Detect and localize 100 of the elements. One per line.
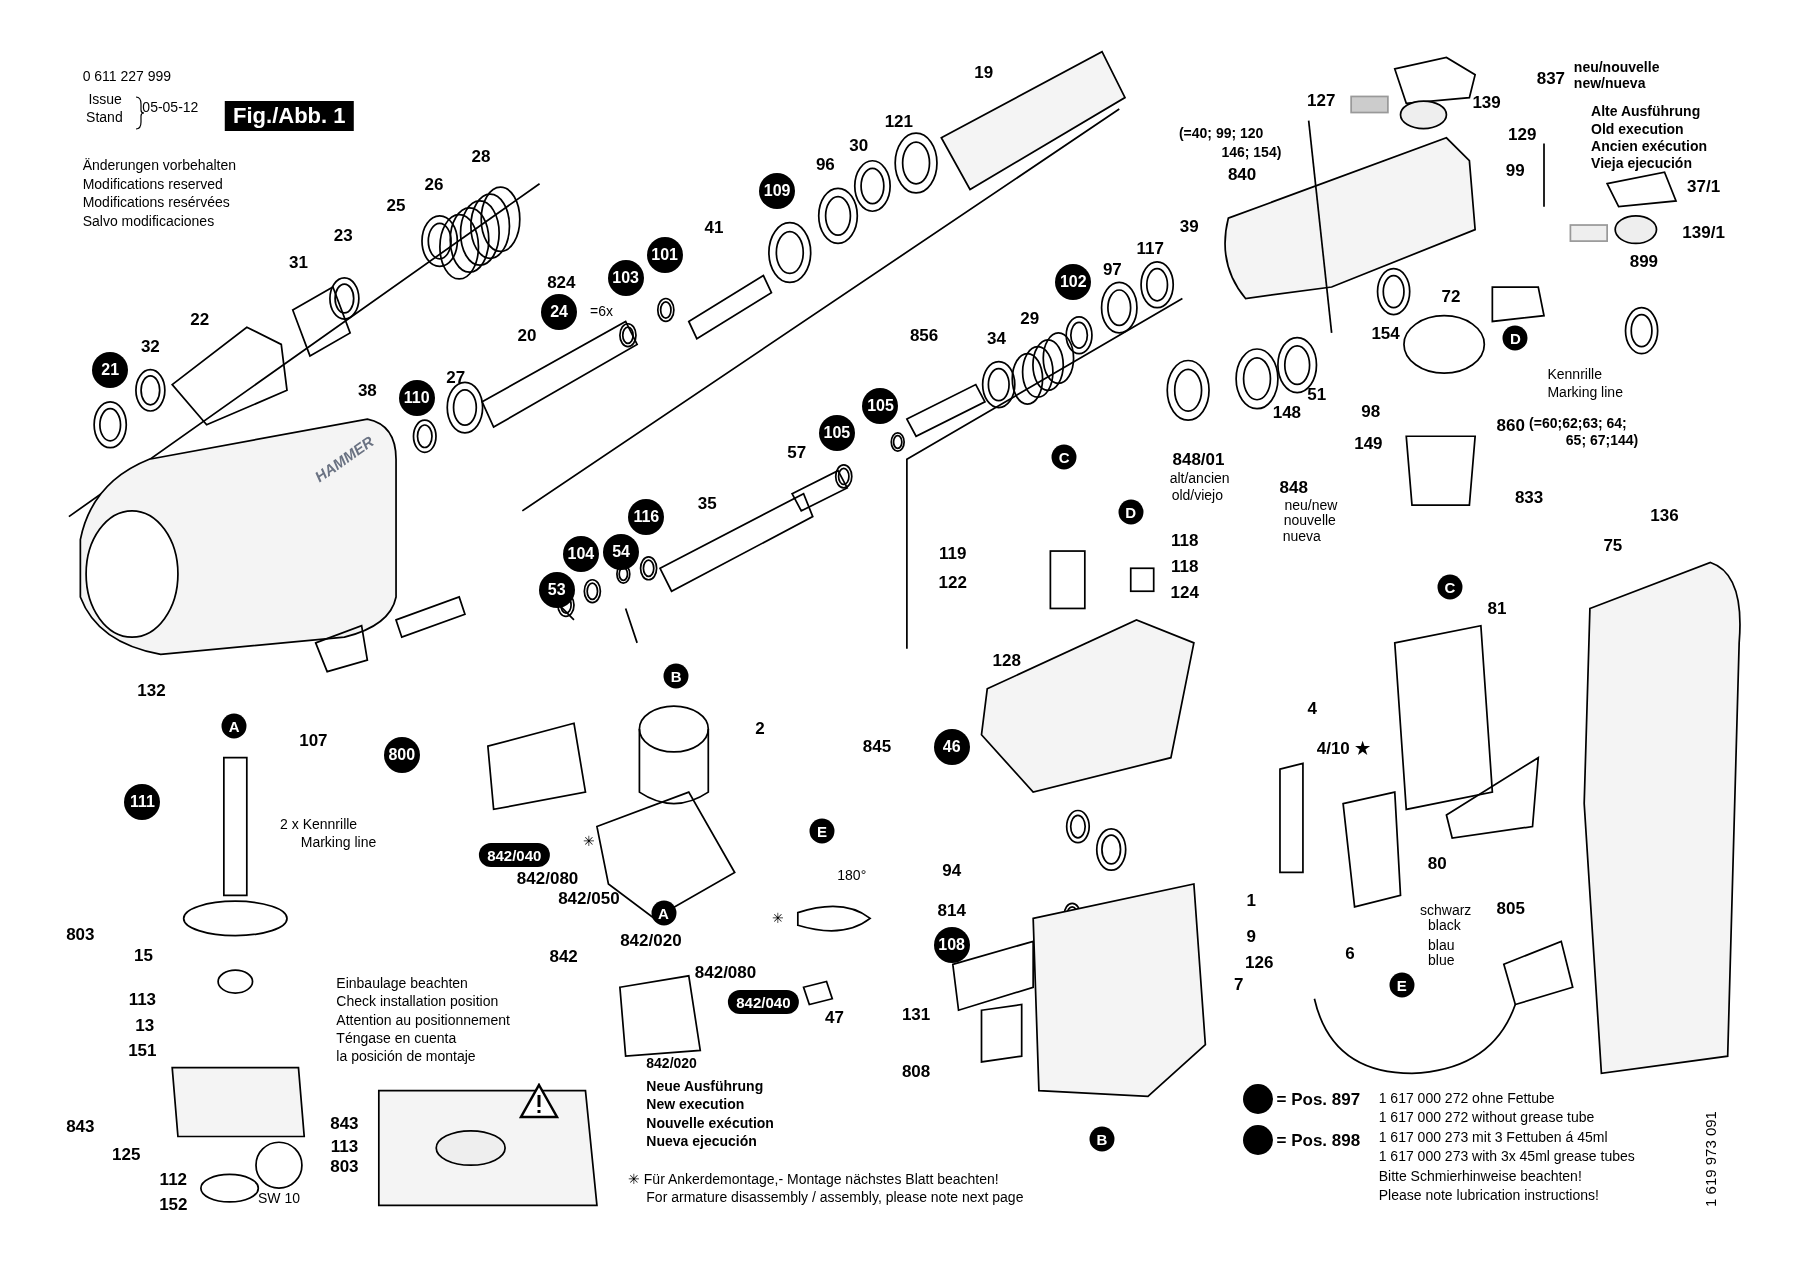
callout-number: 148 — [1272, 403, 1302, 421]
note-text: blue — [1428, 952, 1455, 967]
note-text: 1 617 000 272 ohne Fettube — [1378, 1090, 1555, 1105]
callout-number: 824 — [547, 273, 576, 291]
callout-number: 803 — [330, 1157, 359, 1175]
callout-number: 47 — [825, 1008, 844, 1026]
callout-number: 154 — [1371, 324, 1400, 342]
note-text: (=40; 99; 120 — [1178, 126, 1264, 141]
callout-number: 132 — [137, 681, 166, 699]
note-text: new/nueva — [1573, 75, 1646, 90]
note-text: Nouvelle exécution — [646, 1115, 774, 1130]
callout-number: 20 — [517, 326, 537, 344]
note-text: 1 617 000 272 without grease tube — [1378, 1110, 1595, 1125]
note-text: 0 611 227 999 — [82, 68, 172, 83]
note-text: Attention au positionnement — [336, 1012, 510, 1027]
note-text: blau — [1428, 937, 1455, 952]
note-text: Änderungen vorbehalten — [82, 158, 236, 173]
callout-number: 31 — [289, 253, 308, 271]
callout-number: 9 — [1246, 927, 1256, 945]
callout-number: 81 — [1487, 599, 1507, 617]
callout-number: 4 — [1307, 699, 1317, 717]
note-text: (=60;62;63; 64; — [1529, 415, 1627, 430]
note-text: Issue — [88, 91, 122, 106]
note-text: Marking line — [1547, 384, 1623, 399]
callout-number: 107 — [299, 731, 328, 749]
note-text: ✳ — [772, 911, 785, 926]
callout-number: 842/080 — [516, 869, 579, 887]
callout-number: 136 — [1650, 506, 1679, 524]
note-text: schwarz — [1420, 903, 1472, 918]
callout-number: 843 — [330, 1114, 359, 1132]
callout-number: 805 — [1496, 899, 1525, 917]
callout-number: 38 — [357, 381, 377, 399]
note-text: nueva — [1282, 529, 1321, 544]
note-text: SW 10 — [257, 1191, 300, 1206]
callout-pill: 842/040 — [479, 843, 550, 868]
callout-number: 119 — [939, 544, 967, 562]
note-text: 146; 154) — [1221, 144, 1282, 159]
note-text: 65; 67;144) — [1565, 432, 1639, 447]
callout-number: 125 — [112, 1145, 141, 1163]
callout-number: 139 — [1472, 93, 1501, 111]
callout-number: 35 — [697, 494, 717, 512]
note-text: Stand — [86, 110, 123, 125]
callout-number: 15 — [134, 946, 153, 964]
callout-number: 51 — [1307, 385, 1327, 403]
callout-number: 837 — [1536, 69, 1566, 87]
note-text: Ancien exécution — [1591, 138, 1707, 153]
callout-number: 848/01 — [1172, 450, 1225, 468]
callout-number: 28 — [471, 147, 491, 165]
callout-number: 34 — [986, 329, 1006, 346]
callout-number: 848 — [1279, 478, 1308, 496]
callout-number: 842/080 — [694, 963, 757, 981]
callout-number: 112 — [159, 1170, 188, 1188]
legend-label: = Pos. 898 — [1276, 1131, 1361, 1149]
callout-number: 72 — [1441, 287, 1461, 305]
note-text: nouvelle — [1283, 513, 1336, 527]
note-text: Marking line — [300, 834, 377, 849]
callout-number: 149 — [1354, 434, 1383, 452]
callout-number: 808 — [901, 1062, 931, 1080]
note-text: ✳ Für Ankerdemontage,- Montage nächstes Blatt beachten! — [627, 1172, 999, 1187]
callout-number: 129 — [1508, 125, 1537, 143]
figure-title: Fig./Abb. 1 — [225, 100, 354, 131]
note-text: old/viejo — [1171, 487, 1223, 502]
callout-number: 2 — [755, 719, 765, 737]
callout-number: 80 — [1427, 854, 1447, 872]
callout-number: 94 — [942, 861, 962, 879]
callout-number: 840 — [1227, 166, 1257, 183]
callout-number: 39 — [1179, 217, 1199, 235]
callout-number: 803 — [66, 925, 95, 943]
callout-number: 122 — [938, 573, 967, 591]
note-text: 180° — [837, 867, 867, 882]
callout-number: 96 — [815, 155, 835, 173]
callout-number: 32 — [140, 337, 160, 355]
note-text: New execution — [646, 1097, 745, 1112]
callout-number: 899 — [1629, 252, 1659, 270]
note-text: Bitte Schmierhinweise beachten! — [1378, 1168, 1582, 1183]
callout-number: 152 — [159, 1195, 188, 1213]
callout-number: 128 — [992, 651, 1021, 669]
callout-number: 117 — [1136, 239, 1164, 257]
note-text: Salvo modificaciones — [82, 213, 215, 228]
callout-number: 124 — [1170, 583, 1199, 601]
callout-number: 833 — [1514, 488, 1544, 506]
callout-number: 30 — [849, 136, 869, 154]
note-text: Nueva ejecución — [646, 1134, 757, 1149]
note-text: 1 619 973 091 — [1702, 1111, 1718, 1208]
note-text: Kennrille — [1547, 367, 1602, 382]
callout-number: 19 — [974, 63, 994, 81]
callout-number: 23 — [333, 226, 353, 244]
callout-number: 131 — [901, 1005, 931, 1023]
note-text: =6x — [590, 304, 613, 319]
note-text: neu/nouvelle — [1573, 59, 1660, 74]
callout-number: 856 — [909, 326, 939, 344]
note-text: Check installation position — [336, 994, 499, 1009]
callout-number: 26 — [424, 175, 444, 193]
callout-number: 127 — [1307, 91, 1336, 109]
callout-number: 842 — [549, 947, 578, 965]
callout-number: 22 — [190, 310, 210, 328]
note-text: neu/new — [1284, 498, 1338, 513]
callout-number: 29 — [1020, 309, 1040, 327]
note-text: Modifications resérvées — [82, 195, 230, 210]
callout-number: 6 — [1345, 944, 1355, 962]
